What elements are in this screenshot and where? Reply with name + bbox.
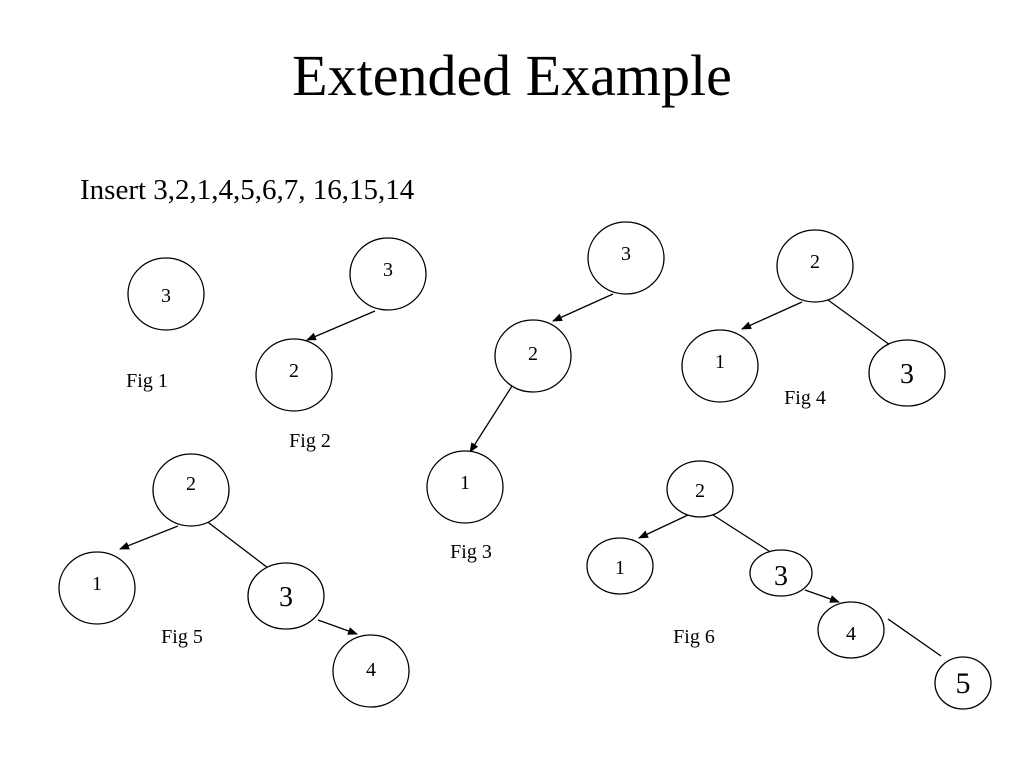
figure-caption: Fig 4 (784, 387, 826, 409)
node-circle (666, 460, 734, 518)
figure-caption: Fig 1 (126, 370, 168, 392)
tree-node-4: 4 (817, 601, 885, 659)
figure-caption: Fig 6 (673, 626, 715, 648)
node-circle (749, 549, 813, 597)
tree-node-2: 2 (255, 338, 333, 412)
node-label: 1 (615, 557, 625, 579)
figure-fig5: 2 1 3 4 Fig 5 (58, 453, 410, 708)
node-label: 2 (695, 480, 705, 502)
arrow-edge-3-to-2 (306, 310, 376, 341)
node-label: 2 (186, 473, 196, 495)
node-circle (426, 450, 504, 524)
node-circle (332, 634, 410, 708)
node-label: 4 (846, 623, 856, 645)
node-circle (127, 257, 205, 331)
tree-node-3: 3 (127, 257, 205, 331)
node-circle (58, 551, 136, 625)
node-circle (247, 562, 325, 630)
tree-node-1: 1 (426, 450, 504, 524)
node-label: 3 (383, 259, 393, 281)
node-circle (817, 601, 885, 659)
tree-node-4: 4 (332, 634, 410, 708)
node-label: 3 (279, 582, 293, 613)
tree-node-3: 3 (349, 237, 427, 311)
edge-2-to-3 (712, 514, 770, 552)
tree-node-2: 2 (152, 453, 230, 527)
tree-node-5: 5 (934, 656, 992, 710)
node-label: 3 (621, 243, 631, 265)
node-label: 3 (900, 359, 914, 390)
arrow-edge-2-to-1 (741, 301, 803, 330)
node-label: 1 (460, 472, 470, 494)
edge-4-to-5 (887, 618, 942, 657)
tree-node-2: 2 (494, 319, 572, 393)
slide-title: Extended Example (292, 43, 732, 108)
tree-node-1: 1 (58, 551, 136, 625)
tree-node-3: 3 (868, 339, 946, 407)
node-label: 4 (366, 659, 376, 681)
tree-node-3: 3 (749, 549, 813, 597)
node-circle (152, 453, 230, 527)
node-circle (494, 319, 572, 393)
arrow-edge-2-to-1 (119, 525, 179, 550)
figure-caption: Fig 5 (161, 626, 203, 648)
figure-caption: Fig 3 (450, 541, 492, 563)
arrow-edge-2-to-1 (638, 514, 689, 539)
tree-node-1: 1 (586, 537, 654, 595)
figure-caption: Fig 2 (289, 430, 331, 452)
arrow-edge-3-to-4 (804, 589, 840, 603)
node-circle (868, 339, 946, 407)
node-circle (681, 329, 759, 403)
edge-2-to-3 (827, 299, 891, 346)
node-circle (255, 338, 333, 412)
node-label: 2 (289, 360, 299, 382)
node-label: 2 (528, 343, 538, 365)
insert-sequence-text: Insert 3,2,1,4,5,6,7, 16,15,14 (80, 174, 415, 206)
node-circle (586, 537, 654, 595)
tree-node-2: 2 (666, 460, 734, 518)
arrow-edge-2-to-1 (469, 385, 513, 453)
node-label: 2 (810, 251, 820, 273)
node-label: 1 (92, 573, 102, 595)
arrow-edge-3-to-2 (552, 293, 614, 322)
tree-node-3: 3 (247, 562, 325, 630)
figure-fig6: 2 1 3 4 5 Fig 6 (586, 460, 992, 710)
node-label: 3 (161, 285, 171, 307)
node-label: 1 (715, 351, 725, 373)
node-label: 5 (956, 667, 971, 700)
node-label: 3 (774, 561, 788, 592)
tree-node-3: 3 (587, 221, 665, 295)
node-circle (934, 656, 992, 710)
node-circle (587, 221, 665, 295)
edge-2-to-3 (204, 519, 269, 569)
arrow-edge-3-to-4 (317, 619, 358, 635)
node-circle (349, 237, 427, 311)
tree-node-2: 2 (776, 229, 854, 303)
node-circle (776, 229, 854, 303)
tree-node-1: 1 (681, 329, 759, 403)
